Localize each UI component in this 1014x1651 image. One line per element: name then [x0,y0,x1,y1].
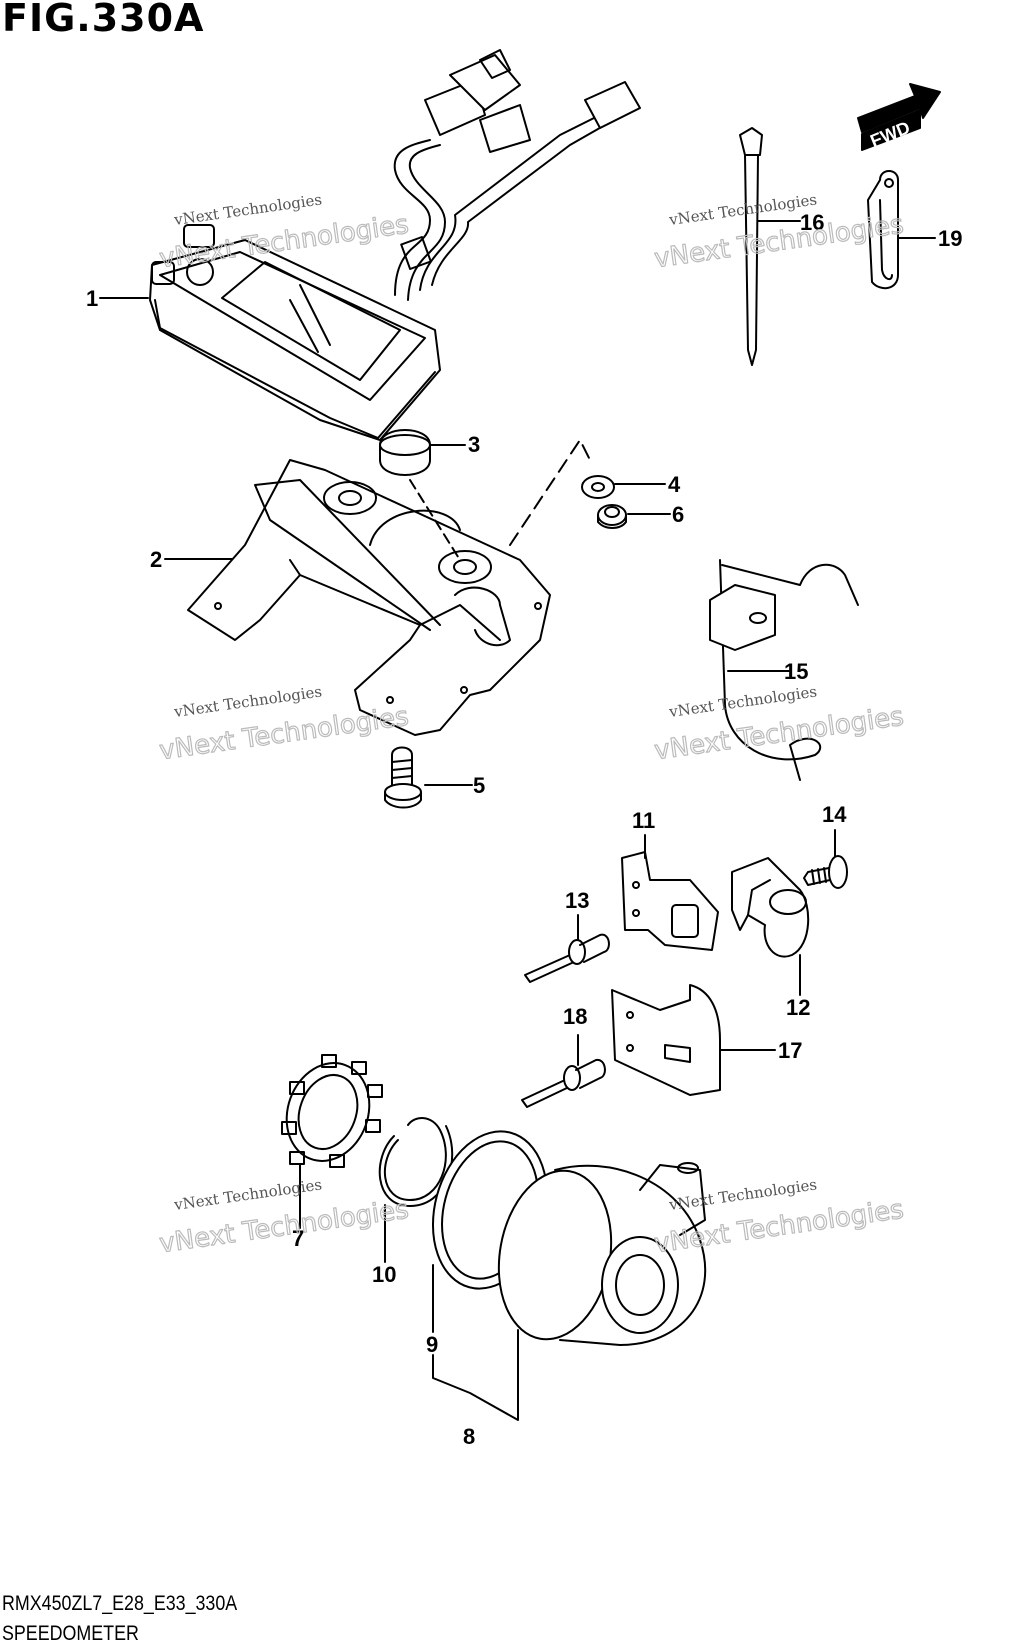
part-11-bracket[interactable] [621,851,719,951]
callout-16: 16 [800,210,824,235]
watermark-text: vNext Technologies [172,682,323,721]
part-13-rivet[interactable] [524,933,610,983]
part-14-screw[interactable] [803,855,848,889]
section-name: SPEEDOMETER [2,1622,139,1645]
watermark-text: vNext Technologies [172,190,323,229]
part-19-clip[interactable] [867,170,899,290]
part-3-grommet[interactable] [379,429,461,561]
callout-labels: 1 2 3 4 5 6 7 8 9 10 11 12 13 14 15 16 1… [86,210,962,1449]
part-6-nut[interactable] [597,504,627,529]
callout-11: 11 [632,808,655,833]
callout-5: 5 [473,773,485,798]
callout-15: 15 [784,659,808,684]
callout-9: 9 [426,1332,438,1357]
part-16-cable-tie[interactable] [739,127,763,366]
callout-3: 3 [468,432,480,457]
model-code: RMX450ZL7_E28_E33_330A [2,1592,238,1615]
watermark-text: vNext Technologies [667,1175,818,1214]
part-18-rivet[interactable] [521,1058,606,1108]
callout-10: 10 [372,1262,396,1287]
callout-2: 2 [150,547,162,572]
callout-18: 18 [563,1004,587,1029]
callout-7: 7 [292,1226,304,1251]
watermark-text: vNext Technologies [667,190,818,229]
figure-title: FIG.330A [2,0,205,40]
fwd-arrow-icon [857,83,941,151]
callout-14: 14 [822,802,847,827]
watermark-text: vNext Technologies [667,682,818,721]
part-8-sensor-housing[interactable] [486,1162,707,1349]
part-2-meter-bracket[interactable] [187,439,591,736]
callout-8: 8 [463,1424,475,1449]
part-1-speedometer-unit[interactable] [149,49,641,441]
callout-4: 4 [668,472,681,497]
callout-19: 19 [938,226,962,251]
part-12-clamp[interactable] [731,857,810,958]
leader-lines [99,220,936,1421]
callout-1: 1 [86,286,98,311]
part-15-wire-guide[interactable] [709,559,859,781]
callout-13: 13 [565,888,589,913]
part-4-washer[interactable] [581,475,615,499]
callout-17: 17 [778,1038,802,1063]
part-17-bracket[interactable] [611,984,721,1096]
callout-12: 12 [786,995,810,1020]
part-10-snap-ring[interactable] [378,1117,454,1207]
callout-6: 6 [672,502,684,527]
part-5-bolt[interactable] [384,746,422,809]
part-7-retaining-ring[interactable] [273,1051,383,1172]
